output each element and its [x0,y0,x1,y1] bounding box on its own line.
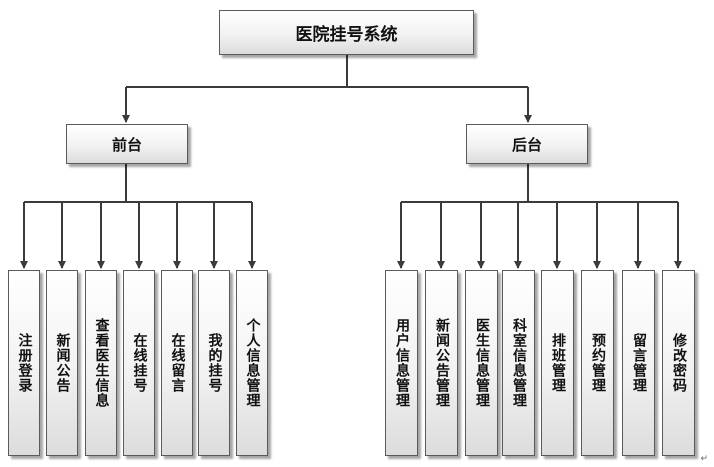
back-leaf-appointment: 预约管理 [581,270,614,456]
front-leaf-online-register: 在线挂号 [123,270,155,456]
back-leaf-label: 排班管理 [550,333,566,393]
back-leaf-label: 科室信息管理 [511,318,527,408]
back-leaf-news: 新闻公告管理 [425,270,458,456]
front-leaf-personal-info: 个人信息管理 [236,270,268,456]
front-leaf-label: 在线留言 [169,333,186,393]
back-leaf-label: 留言管理 [631,333,647,393]
front-node-label: 前台 [111,135,142,154]
back-leaf-label: 修改密码 [671,333,687,393]
front-leaf-my-registrations: 我的挂号 [198,270,230,456]
back-leaf-schedule: 排班管理 [541,270,574,456]
back-leaf-label: 新闻公告管理 [434,318,450,408]
back-leaf-doctor-info: 医生信息管理 [465,270,498,456]
front-leaf-online-message: 在线留言 [161,270,193,456]
front-leaf-label: 在线挂号 [131,333,148,393]
back-leaf-label: 用户信息管理 [394,318,410,408]
front-leaf-label: 查看医生信息 [93,318,110,408]
root-node-box: 医院挂号系统 [219,10,474,55]
back-leaf-user-info: 用户信息管理 [385,270,418,456]
back-node-box: 后台 [466,124,588,164]
back-leaf-label: 医生信息管理 [474,318,490,408]
front-leaf-label: 我的挂号 [206,333,223,393]
front-leaf-register-login: 注册登录 [8,270,40,456]
front-node-box: 前台 [66,124,188,164]
root-node-label: 医院挂号系统 [295,25,398,45]
front-leaf-news: 新闻公告 [46,270,78,456]
back-leaf-department-info: 科室信息管理 [502,270,535,456]
front-leaf-doctor-info: 查看医生信息 [85,270,117,456]
back-leaf-message: 留言管理 [622,270,655,456]
front-leaf-label: 个人信息管理 [244,318,261,408]
back-node-label: 后台 [511,135,542,154]
paragraph-mark-icon: ↵ [700,454,708,464]
front-leaf-label: 新闻公告 [54,333,71,393]
front-leaf-label: 注册登录 [16,333,33,393]
back-leaf-label: 预约管理 [590,333,606,393]
back-leaf-change-password: 修改密码 [662,270,695,456]
